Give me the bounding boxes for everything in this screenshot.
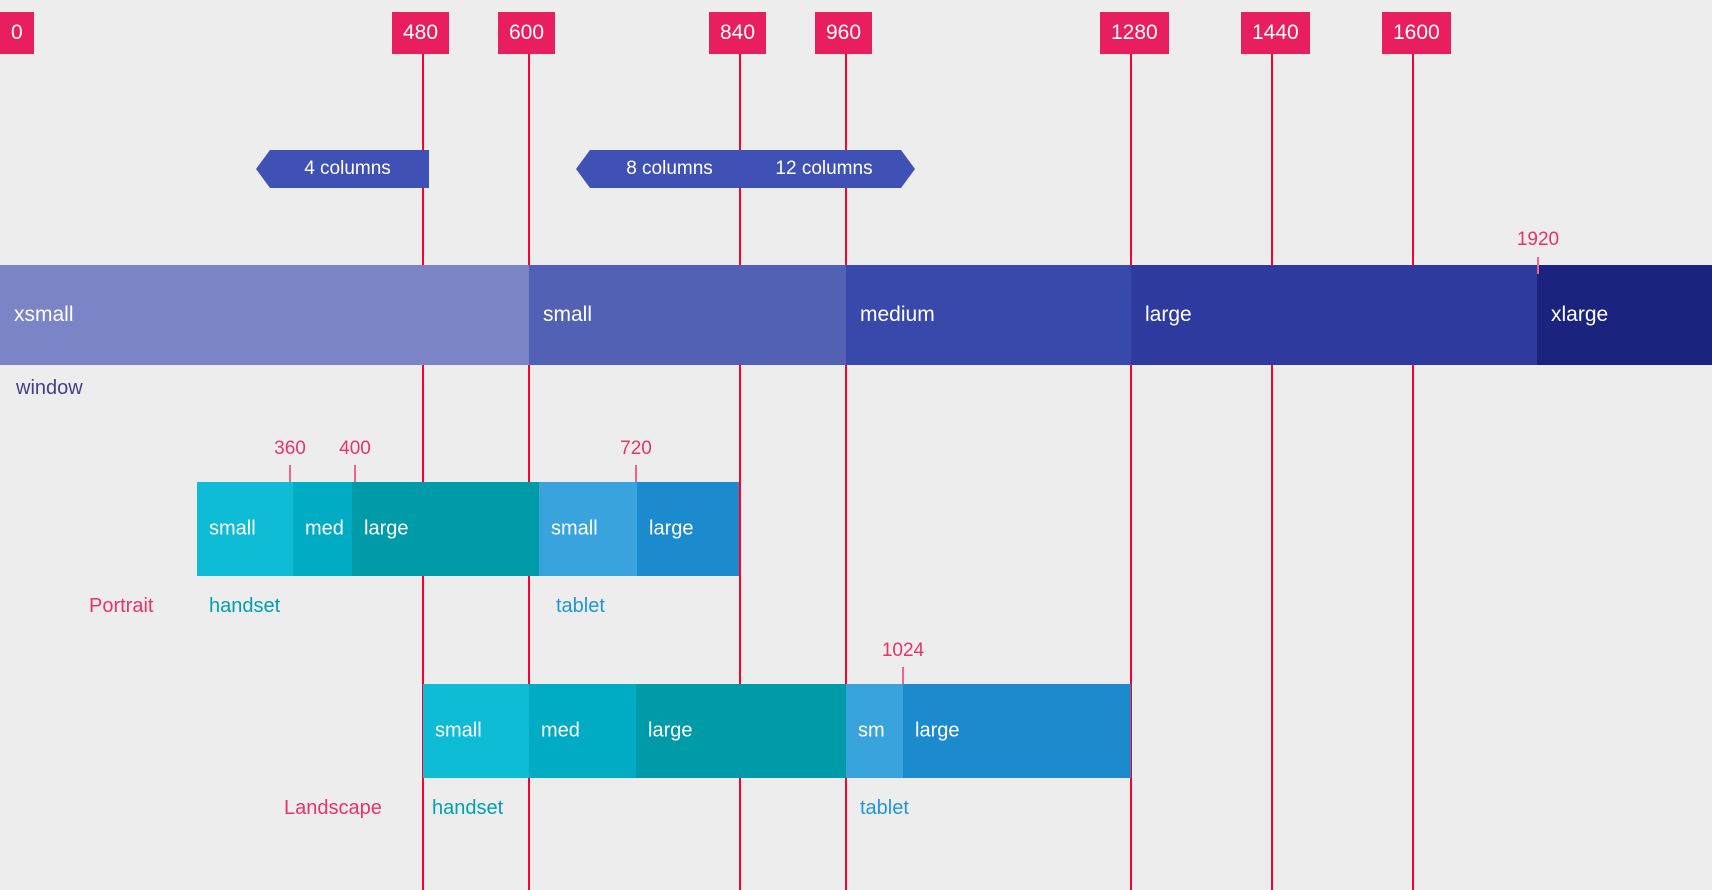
device-segment-label: large — [648, 719, 693, 742]
landscape-handset-band: small med large — [0, 684, 1712, 778]
window-segment-label: xlarge — [1551, 303, 1609, 326]
breakpoint-line-480 — [422, 52, 424, 890]
device-segment-label: small — [435, 719, 482, 742]
breakpoint-line-960 — [845, 52, 847, 890]
device-segment-med: med — [293, 482, 352, 576]
device-segment-large: large — [352, 482, 539, 576]
orientation-label-portrait: Portrait — [89, 595, 154, 617]
dp-annotation-tick-360 — [289, 465, 291, 482]
dp-annotation-720: 720 — [620, 438, 652, 459]
portrait-tablet-band: small large — [0, 482, 1712, 576]
window-annotation-1920: 1920 — [1516, 229, 1560, 250]
column-pill-8-columns: 8 columns — [576, 150, 753, 188]
dp-annotation-1024: 1024 — [881, 640, 925, 661]
breakpoint-flag-480[interactable]: 480 — [392, 12, 450, 54]
device-segment-small: small — [197, 482, 293, 576]
device-segment-label: sm — [858, 719, 885, 742]
landscape-tablet-band: sm large — [0, 684, 1712, 778]
device-segment-label: med — [541, 719, 580, 742]
column-pill-4-columns: 4 columns — [256, 150, 429, 188]
breakpoint-flag-600[interactable]: 600 — [498, 12, 556, 54]
window-band-label: window — [16, 377, 83, 399]
device-segment-label: small — [209, 517, 256, 540]
device-segment-sm: sm — [846, 684, 903, 778]
device-segment-large: large — [636, 684, 846, 778]
device-segment-label: med — [305, 517, 344, 540]
device-segment-large: large — [637, 482, 739, 576]
breakpoint-line-1440 — [1271, 52, 1273, 890]
window-segment-medium: medium — [846, 265, 1131, 365]
dp-annotation-400: 400 — [339, 438, 371, 459]
breakpoint-flag-840[interactable]: 840 — [709, 12, 767, 54]
device-segment-label: small — [551, 517, 598, 540]
breakpoint-line-1600 — [1412, 52, 1414, 890]
device-segment-label: large — [364, 517, 409, 540]
orientation-label-landscape: Landscape — [284, 797, 382, 819]
device-segment-label: large — [915, 719, 960, 742]
device-segment-med: med — [529, 684, 636, 778]
dp-annotation-360: 360 — [274, 438, 306, 459]
window-segment-xsmall: xsmall — [0, 265, 529, 365]
device-segment-label: large — [649, 517, 694, 540]
device-segment-small: small — [539, 482, 637, 576]
device-caption-portrait-handset: handset — [209, 595, 281, 617]
window-segment-label: large — [1145, 303, 1192, 326]
device-caption-landscape-tablet: tablet — [860, 797, 909, 819]
breakpoint-flag-0[interactable]: 0 — [0, 12, 34, 54]
device-caption-landscape-handset: handset — [432, 797, 504, 819]
breakpoint-flag-1600[interactable]: 1600 — [1382, 12, 1451, 54]
breakpoint-line-600 — [528, 52, 530, 890]
breakpoint-flag-1440[interactable]: 1440 — [1241, 12, 1310, 54]
device-segment-large: large — [903, 684, 1131, 778]
breakpoint-flag-960[interactable]: 960 — [815, 12, 873, 54]
window-annotation-tick — [1537, 257, 1539, 274]
window-segment-large: large — [1131, 265, 1537, 365]
window-segment-label: medium — [860, 303, 935, 326]
dp-annotation-tick-400 — [354, 465, 356, 482]
column-pill-12-columns: 12 columns — [743, 150, 915, 188]
breakpoint-line-840 — [739, 52, 741, 890]
window-segment-xlarge: xlarge — [1537, 265, 1712, 365]
dp-annotation-tick-720 — [635, 465, 637, 482]
breakpoint-line-1280 — [1130, 52, 1132, 890]
dp-annotation-tick-1024 — [902, 667, 904, 684]
portrait-handset-band: small med large — [0, 482, 1712, 576]
device-segment-small: small — [423, 684, 529, 778]
window-segment-small: small — [529, 265, 846, 365]
window-segment-label: xsmall — [14, 303, 74, 326]
device-caption-portrait-tablet: tablet — [556, 595, 605, 617]
window-segment-label: small — [543, 303, 593, 326]
breakpoint-flag-1280[interactable]: 1280 — [1100, 12, 1169, 54]
